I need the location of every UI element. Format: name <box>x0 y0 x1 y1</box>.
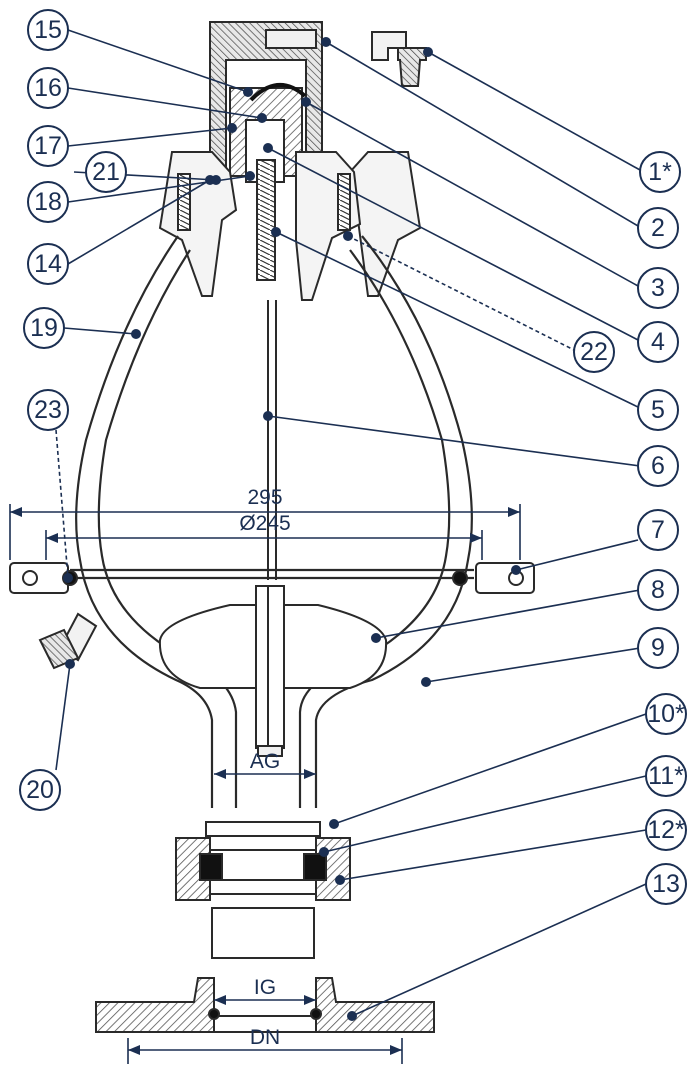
callout-13: 13 <box>652 870 680 898</box>
callout-8: 8 <box>651 576 665 604</box>
elbow-fitting <box>371 31 427 87</box>
callout-9: 9 <box>651 634 665 662</box>
callout-10: 10* <box>647 700 685 728</box>
callout-7: 7 <box>651 516 665 544</box>
callout-19: 19 <box>30 314 58 342</box>
callout-16: 16 <box>34 74 62 102</box>
drain-plug <box>38 612 98 670</box>
float-assembly <box>158 300 388 757</box>
dimension-ig: IG <box>254 976 276 999</box>
callout-4: 4 <box>651 328 665 356</box>
dimension-arrowheads <box>10 507 520 1055</box>
union-fitting <box>175 821 351 959</box>
callout-11: 11* <box>648 762 684 790</box>
callout-1: 1* <box>648 158 672 186</box>
callout-14: 14 <box>34 250 62 278</box>
dimension-dn: DN <box>250 1026 280 1049</box>
dimension-diameter: Ø245 <box>239 512 290 535</box>
leader-lines <box>55 29 647 1017</box>
callout-6: 6 <box>651 452 665 480</box>
dimension-overall-width: 295 <box>247 486 282 509</box>
callout-17: 17 <box>34 132 62 160</box>
callout-22: 22 <box>580 338 608 366</box>
callouts <box>19 9 687 905</box>
dimension-lines <box>9 504 521 1064</box>
leader-dots <box>63 37 521 1021</box>
dimension-ag: AG <box>250 750 280 773</box>
callout-23: 23 <box>34 396 62 424</box>
upper-housing <box>158 151 422 301</box>
callout-21: 21 <box>92 158 120 186</box>
callout-2: 2 <box>651 214 665 242</box>
callout-20: 20 <box>26 776 54 804</box>
callout-5: 5 <box>651 396 665 424</box>
callout-15: 15 <box>34 16 62 44</box>
callout-3: 3 <box>651 274 665 302</box>
callout-12: 12* <box>647 816 685 844</box>
callout-18: 18 <box>34 188 62 216</box>
